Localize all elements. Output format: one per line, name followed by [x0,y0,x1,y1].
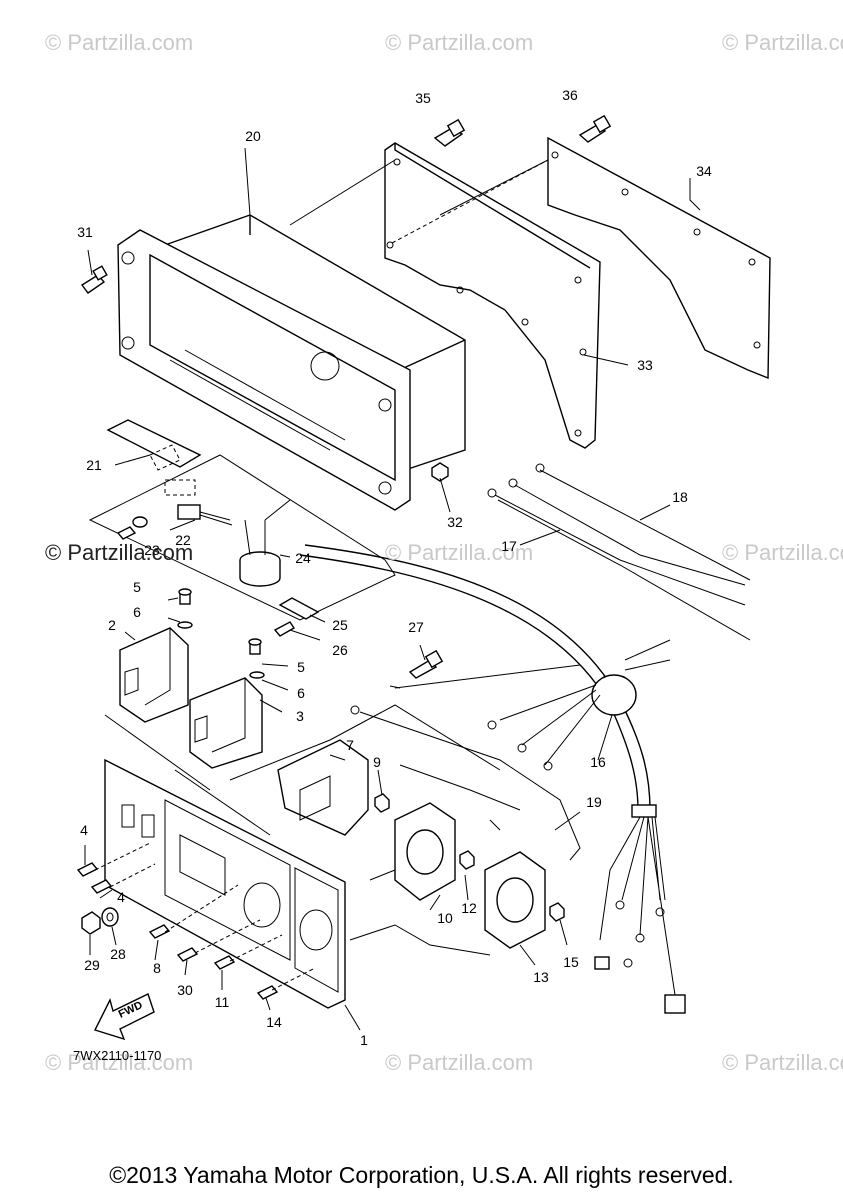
wire-harness-16 [299,544,686,1014]
part-number-33: 33 [637,357,653,373]
part-number-24: 24 [295,550,311,566]
part-number-6a: 6 [133,604,141,620]
screw-8 [148,924,171,939]
part-number-30: 30 [177,982,193,998]
part-number-12: 12 [461,900,477,916]
back-plate-33 [384,142,601,449]
screw-5b [248,638,262,655]
screw-31 [80,265,108,294]
part-number-26: 26 [332,642,348,658]
washer-28 [101,907,119,927]
nut-32 [431,462,449,482]
part-number-31: 31 [77,224,93,240]
screw-4b [90,879,113,894]
part-number-14: 14 [266,1014,282,1030]
part-number-23: 23 [144,542,160,558]
control-box-20 [117,214,466,511]
nut-9 [374,793,390,813]
part-number-4b: 4 [117,889,125,905]
front-panel-1 [104,758,346,1009]
bolt-36 [578,114,612,143]
stay-25 [278,597,320,620]
part-number-21: 21 [86,457,102,473]
watermark: © Partzilla.com [45,540,194,565]
receptacle-7 [277,739,369,836]
watermark: © Partzilla.com [385,1050,534,1075]
screw-11 [213,955,236,970]
part-number-4a: 4 [80,822,88,838]
part-number-10: 10 [437,910,453,926]
receptacle-13 [484,851,546,949]
watermark: © Partzilla.com [722,1050,843,1075]
screw-30 [176,947,199,962]
fwd-arrow-icon [94,993,155,1041]
bolt-35 [433,118,466,147]
part-number-13: 13 [533,969,549,985]
copyright-footer: ©2013 Yamaha Motor Corporation, U.S.A. A… [109,1162,734,1188]
part-number-19: 19 [586,794,602,810]
watermark: © Partzilla.com [722,30,843,55]
washer-6a [177,621,193,629]
bolt-27 [408,649,444,679]
part-number-16: 16 [590,754,606,770]
part-number-32: 32 [447,514,463,530]
part-number-36: 36 [562,87,578,103]
part-number-15: 15 [563,954,579,970]
screw-4a [76,862,99,877]
screw-5a [178,588,192,605]
circuit-breaker-2 [119,627,189,723]
capacitor-24 [239,499,291,587]
part-number-7: 7 [346,737,354,753]
label-21 [106,419,202,496]
circuit-breaker-3 [189,677,263,769]
part-number-20: 20 [245,128,261,144]
back-panel-34 [547,136,771,380]
leader-lines [84,147,701,1031]
screw-14 [256,985,279,1000]
part-number-5a: 5 [133,579,141,595]
diagram-code: 7WX2110-1170 [73,1048,162,1063]
nut-15 [549,902,565,922]
clamp-22 [177,504,233,526]
part-number-25: 25 [332,617,348,633]
part-number-34: 34 [696,163,712,179]
part-number-28b: 28 [110,946,126,962]
part-number-22: 22 [175,532,191,548]
watermark: © Partzilla.com [45,30,194,55]
part-number-27: 27 [408,619,424,635]
part-number-3: 3 [296,708,304,724]
part-number-17: 17 [501,538,517,554]
part-number-5b: 5 [297,659,305,675]
watermark: © Partzilla.com [45,1050,194,1075]
part-number-1: 1 [360,1032,368,1048]
nut-29 [81,911,101,935]
watermark: © Partzilla.com [385,540,534,565]
watermark: © Partzilla.com [385,30,534,55]
part-number-2: 2 [108,617,116,633]
screw-23 [116,516,148,540]
watermark: © Partzilla.com [722,540,843,565]
screw-26 [273,621,295,637]
part-number-9: 9 [373,754,381,770]
part-number-29: 29 [84,957,100,973]
part-number-35: 35 [415,90,431,106]
part-number-8: 8 [153,960,161,976]
part-number-11: 11 [214,994,230,1010]
nut-12 [459,850,475,870]
receptacle-10 [394,802,456,901]
part-number-6b: 6 [297,685,305,701]
part-number-18: 18 [672,489,688,505]
washer-6b [249,671,265,679]
lead-wire-17 [487,478,751,641]
wire-19 [350,705,581,861]
lead-wire-18 [514,463,751,586]
